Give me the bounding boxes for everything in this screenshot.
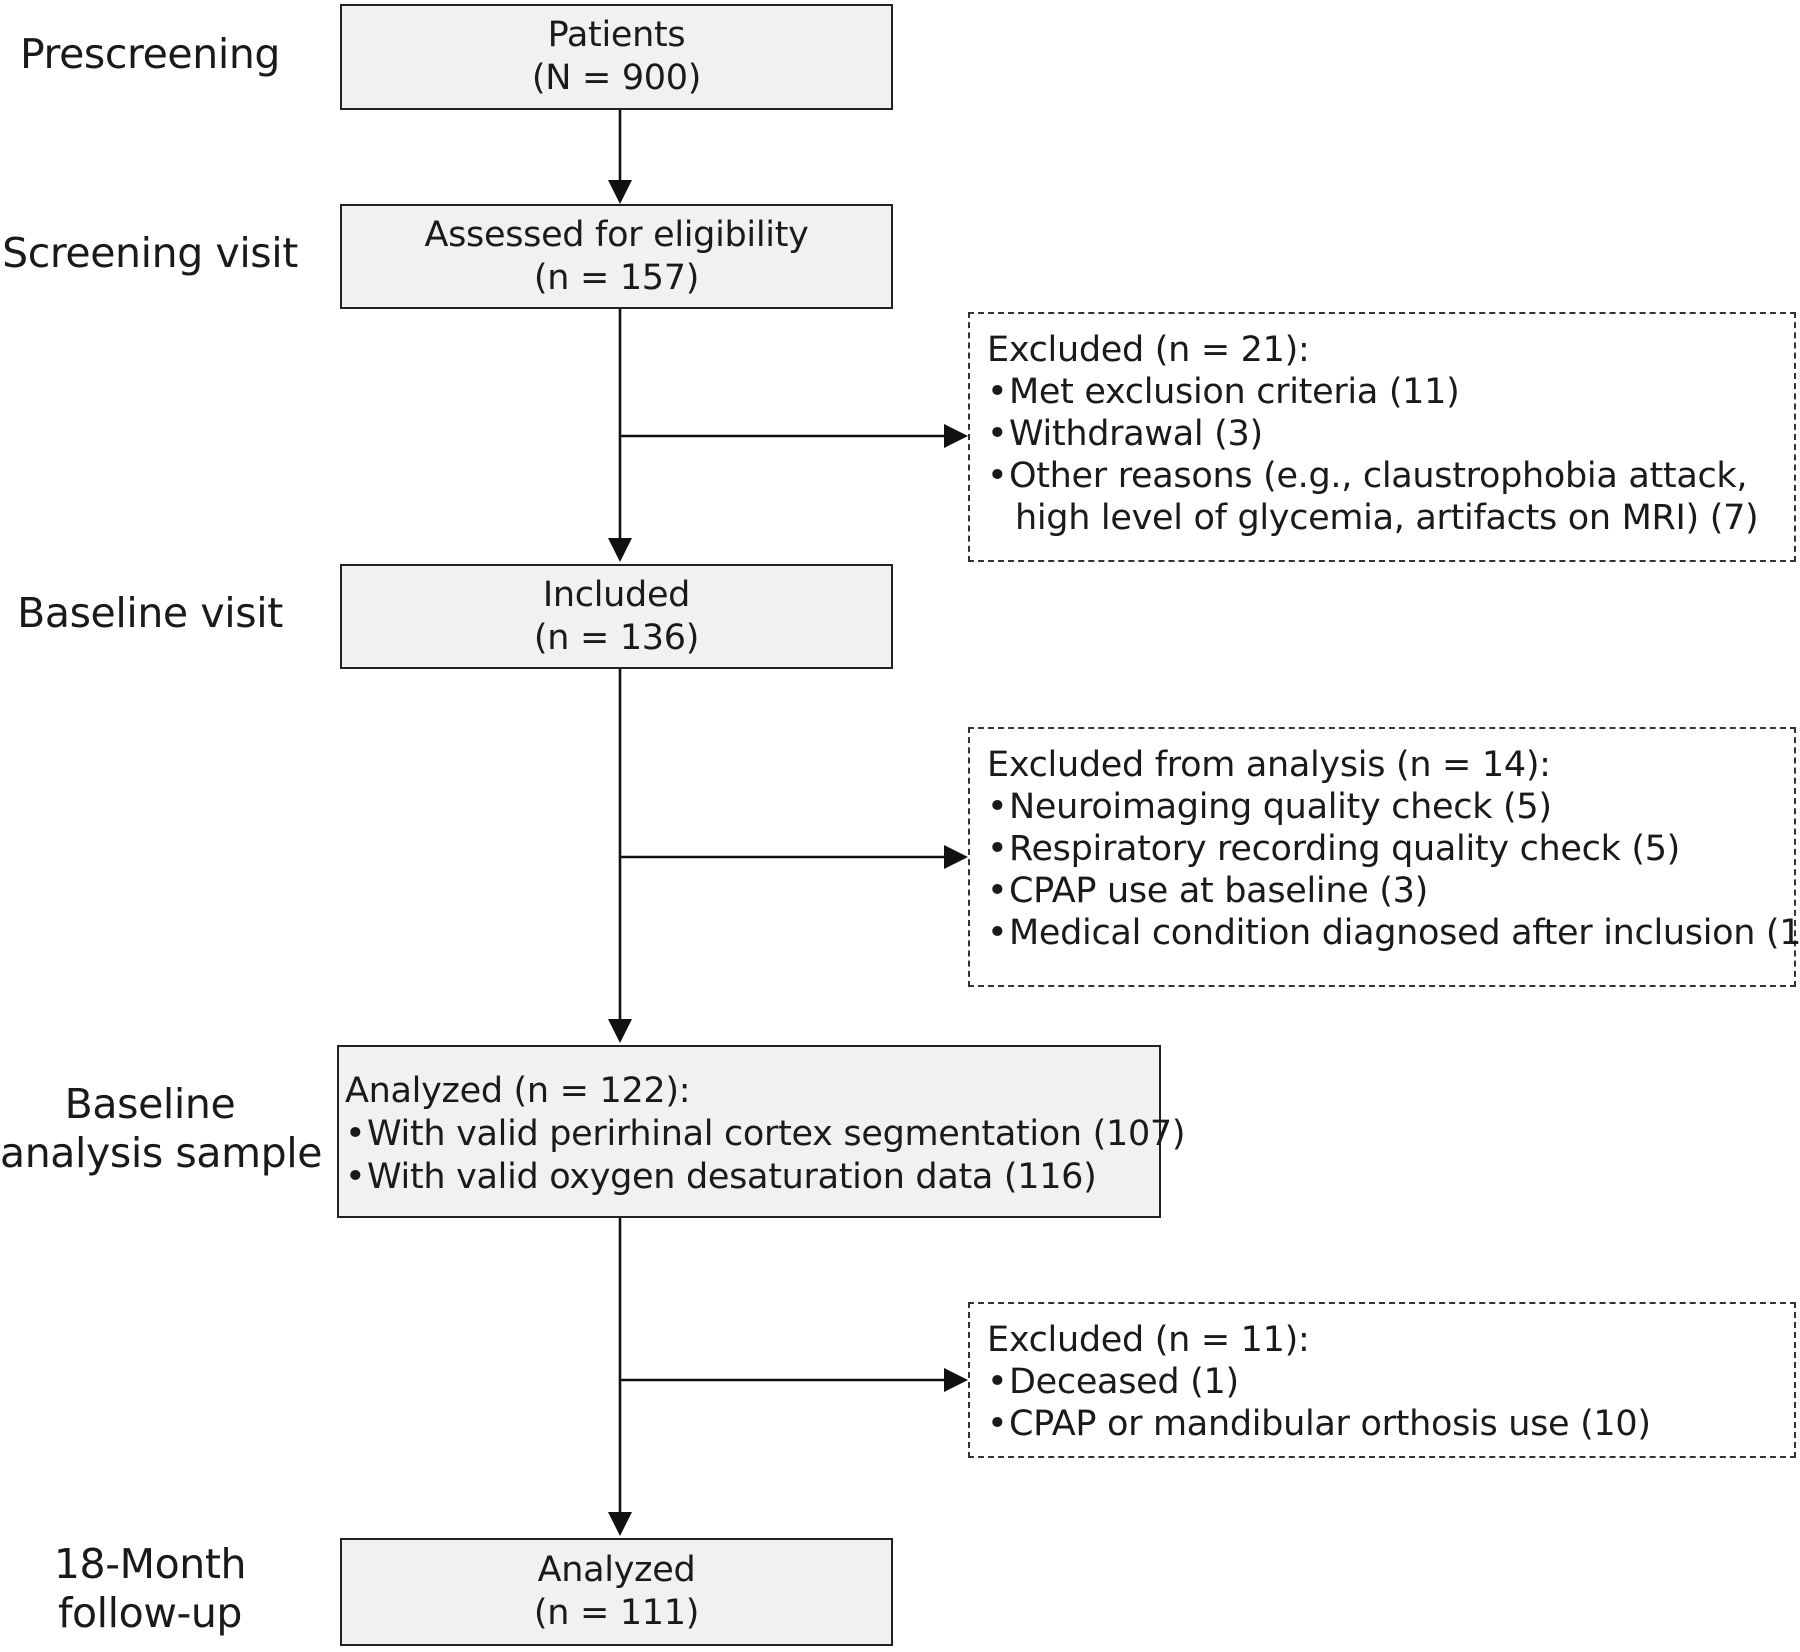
analyzed-baseline-title: Analyzed (n = 122):: [345, 1071, 691, 1111]
list-item: • Respiratory recording quality check (5…: [987, 829, 1681, 869]
bullet: •: [987, 414, 1008, 454]
analyzed-followup-box: Analyzed (n = 111): [340, 1538, 893, 1646]
screening-exclusion-box: Excluded (n = 21): • Met exclusion crite…: [968, 312, 1796, 562]
bullet: •: [987, 372, 1008, 412]
stage-label-baseline-visit: Baseline visit: [17, 589, 283, 637]
bullet: •: [987, 787, 1008, 827]
screening-exclusion-title: Excluded (n = 21):: [987, 330, 1310, 370]
list-item: • Withdrawal (3): [987, 414, 1263, 454]
stage-label-18-month-follow-up: 18-Month follow-up: [53, 1540, 247, 1638]
list-item: • CPAP use at baseline (3): [987, 871, 1428, 911]
analyzed-baseline-box: Analyzed (n = 122): • With valid perirhi…: [337, 1045, 1186, 1218]
baseline-exclusion-title: Excluded from analysis (n = 14):: [987, 745, 1551, 785]
list-item: • Met exclusion criteria (11): [987, 372, 1460, 412]
arrowhead-to-screening-exclusion: [944, 424, 968, 448]
baseline-exclusion-box: Excluded from analysis (n = 14): • Neuro…: [968, 727, 1800, 987]
list-item: • Other reasons (e.g., claustrophobia at…: [987, 456, 1759, 538]
list-item: • CPAP or mandibular orthosis use (10): [987, 1404, 1651, 1444]
assessed-box: Assessed for eligibility (n = 157): [340, 204, 893, 309]
bullet: •: [345, 1114, 366, 1154]
list-item: • With valid oxygen desaturation data (1…: [345, 1157, 1097, 1197]
bullet: •: [345, 1157, 366, 1197]
arrowhead-to-followup-exclusion: [944, 1368, 968, 1392]
stage-label-prescreening: Prescreening: [19, 30, 281, 78]
included-box: Included (n = 136): [340, 564, 893, 669]
bullet: •: [987, 1362, 1008, 1402]
bullet: •: [987, 829, 1008, 869]
bullet: •: [987, 456, 1008, 496]
arrowhead-to-analyzed: [608, 1019, 632, 1043]
list-item: • With valid perirhinal cortex segmentat…: [345, 1114, 1186, 1154]
list-item: • Deceased (1): [987, 1362, 1239, 1402]
bullet: •: [987, 871, 1008, 911]
arrowhead-to-included: [608, 538, 632, 562]
followup-exclusion-title: Excluded (n = 11):: [987, 1320, 1310, 1360]
followup-exclusion-box: Excluded (n = 11): • Deceased (1) • CPAP…: [968, 1302, 1796, 1458]
stage-label-baseline-analysis-sample: Baseline analysis sample: [0, 1080, 323, 1178]
patients-box: Patients (N = 900): [340, 4, 893, 110]
list-item: • Medical condition diagnosed after incl…: [987, 913, 1800, 953]
stage-label-screening-visit: Screening visit: [2, 229, 298, 277]
list-item: • Neuroimaging quality check (5): [987, 787, 1552, 827]
arrowhead-to-followup: [608, 1512, 632, 1536]
bullet: •: [987, 1404, 1008, 1444]
bullet: •: [987, 913, 1008, 953]
arrowhead-to-assessed: [608, 180, 632, 204]
arrowhead-to-baseline-exclusion: [944, 845, 968, 869]
